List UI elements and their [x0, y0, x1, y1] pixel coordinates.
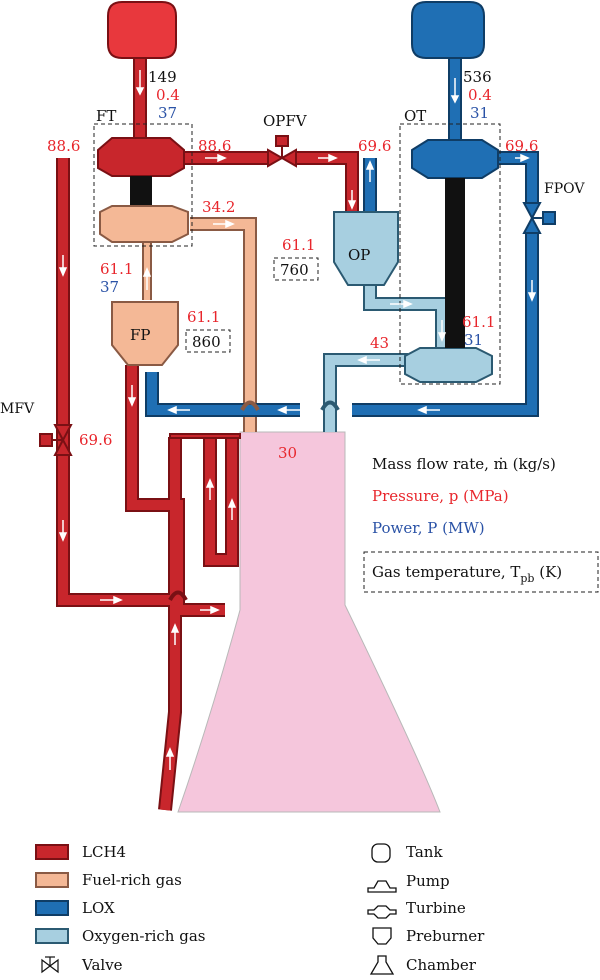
ft-group-box	[93, 123, 193, 247]
lch4-lines	[56, 48, 359, 811]
fuel-rich-pressure: 34.2	[202, 198, 235, 216]
ot-pump-pressure: 61.1	[462, 313, 495, 331]
chamber-nozzle	[177, 431, 441, 813]
ox-rich-pressure: 43	[370, 334, 389, 352]
op-preburner-pressure: 61.1	[282, 236, 315, 254]
ot-shaft	[445, 178, 465, 348]
ot-inlet-right-pressure: 69.6	[505, 137, 538, 155]
oxidizer-turbopump-ot	[411, 139, 499, 179]
ot-pump-power: 31	[464, 331, 483, 349]
valve-icon	[41, 956, 59, 974]
ox-tank-pressure: 0.4	[468, 86, 492, 104]
oxygen-turbine	[404, 347, 493, 383]
ox-power: 31	[470, 104, 489, 122]
fpov-label: FPOV	[544, 181, 585, 197]
legend-lox: LOX	[82, 899, 115, 917]
crossover-bump-2	[320, 400, 340, 412]
tank-icon	[371, 843, 391, 863]
symbol-legend: Tank Pump Turbine Preburner Chamber	[367, 843, 485, 975]
fp-outlet-pressure: 61.1	[100, 260, 133, 278]
fp-preburner-pressure: 61.1	[187, 308, 220, 326]
lox-tank	[411, 1, 485, 59]
legend-valve: Valve	[81, 956, 123, 974]
crossover-bump-1	[240, 400, 260, 412]
chamber-icon	[369, 955, 395, 975]
fuel-turbine	[97, 137, 185, 177]
fuel-rich-turbine	[99, 205, 189, 243]
legend-power: Power, P (MW)	[372, 519, 485, 537]
ox-mass-flow: 536	[463, 68, 492, 86]
oxidizer-preburner-op	[333, 211, 399, 286]
legend-gas-temp-box	[363, 551, 599, 593]
legend-swatch-lch4	[35, 844, 69, 860]
fuel-tank-pressure: 0.4	[156, 86, 180, 104]
fp-label: FP	[130, 326, 151, 344]
legend-mass-flow: Mass flow rate, ṁ (kg/s)	[372, 455, 556, 473]
ft-inlet-right-pressure: 88.6	[198, 137, 231, 155]
fuel-preburner-fp	[111, 301, 179, 366]
legend-swatch-fuel-rich	[35, 872, 69, 888]
legend-oxygen-rich: Oxygen-rich gas	[82, 927, 205, 945]
crossover-bump-3	[168, 590, 188, 602]
fp-gas-temp-box	[185, 329, 231, 353]
ft-inlet-left-pressure: 88.6	[47, 137, 80, 155]
preburner-icon	[372, 927, 392, 945]
fuel-tank	[107, 1, 177, 59]
legend-fuel-rich: Fuel-rich gas	[82, 871, 182, 889]
fpov-valve	[522, 202, 556, 234]
mfv-valve	[39, 424, 73, 456]
fp-gas-temp: 860	[192, 333, 221, 351]
legend-chamber: Chamber	[406, 956, 477, 974]
chamber-cooling-jacket	[169, 433, 241, 439]
ot-label: OT	[404, 107, 426, 125]
line-legend: LCH4 Fuel-rich gas LOX Oxygen-rich gas V…	[35, 843, 205, 974]
legend-preburner: Preburner	[406, 927, 485, 945]
op-gas-temp: 760	[280, 261, 309, 279]
op-gas-temp-box	[273, 257, 319, 281]
ft-label: FT	[96, 107, 116, 125]
fuel-power: 37	[158, 104, 177, 122]
legend-gas-temp: Gas temperature, Tpb (K)	[372, 563, 562, 585]
legend-swatch-lox	[35, 900, 69, 916]
legend-pressure: Pressure, p (MPa)	[372, 487, 509, 505]
opfv-label: OPFV	[263, 112, 308, 130]
legend-swatch-oxygen-rich	[35, 928, 69, 944]
mfv-label: MFV	[0, 401, 35, 417]
fp-power: 37	[100, 278, 119, 296]
legend-pump: Pump	[406, 872, 450, 890]
flow-arrows	[58, 70, 537, 770]
chamber-pressure: 30	[278, 444, 297, 462]
pump-icon	[367, 880, 397, 893]
op-label: OP	[348, 246, 370, 264]
legend-lch4: LCH4	[82, 843, 126, 861]
fuel-mass-flow: 149	[148, 68, 177, 86]
legend-turbine: Turbine	[406, 899, 466, 917]
fuel-turbine-shaft	[130, 176, 152, 210]
turbine-icon	[367, 905, 397, 919]
ot-inlet-left-pressure: 69.6	[358, 137, 391, 155]
mfv-pressure: 69.6	[79, 431, 112, 449]
ot-group-box	[399, 123, 501, 385]
legend-tank: Tank	[406, 843, 443, 861]
opfv-valve	[267, 135, 297, 168]
